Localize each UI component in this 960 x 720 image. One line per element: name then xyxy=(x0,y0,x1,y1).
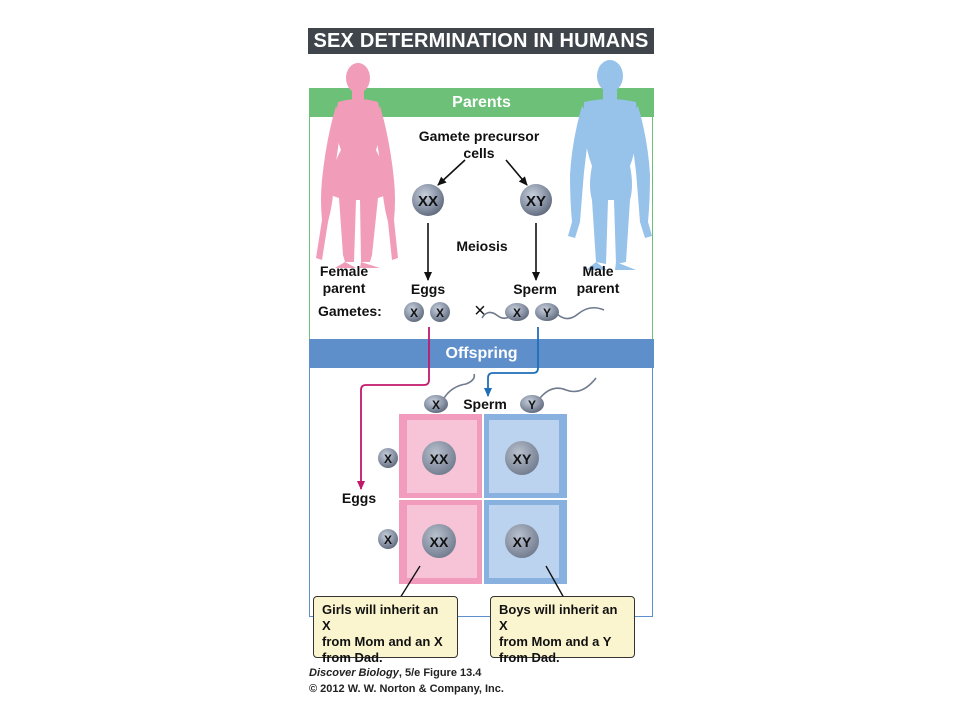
pq-11-label: XY xyxy=(513,534,532,550)
oe-1-label: X xyxy=(384,533,392,547)
zygote-cell-2-2: XY xyxy=(505,524,539,558)
offspring-egg-1: X xyxy=(378,448,398,468)
sperm-label: Sperm xyxy=(513,281,557,297)
sperm-gamete-x: X xyxy=(481,303,529,321)
male-parent-label: Male parent xyxy=(560,263,636,297)
male-figure-icon xyxy=(568,60,652,270)
boys-callout-pointer xyxy=(545,565,565,599)
offspring-eggs-label: Eggs xyxy=(341,490,377,506)
egg-gamete-1: X xyxy=(404,302,424,322)
egg-1-label: X xyxy=(436,306,444,320)
pq-01-label: XY xyxy=(513,451,532,467)
female-figure-icon xyxy=(316,63,398,268)
pc-f-label: XX xyxy=(418,193,438,210)
offspring-sperm-y: Y xyxy=(520,377,597,413)
figure-number: , 5/e Figure 13.4 xyxy=(398,667,482,679)
male-precursor-arrow xyxy=(505,159,528,186)
eggs-label: Eggs xyxy=(410,281,446,297)
female-parent-label-line1: Female xyxy=(319,263,369,279)
egg-gamete-2: X xyxy=(430,302,450,322)
oe-0-label: X xyxy=(384,452,392,466)
male-parent-label-line2: parent xyxy=(576,280,620,296)
female-precursor-arrow xyxy=(437,159,466,186)
figure-citation: Discover Biology, 5/e Figure 13.4 xyxy=(309,665,504,681)
pq-10-label: XX xyxy=(430,534,449,550)
zygote-cell-1-2: XY xyxy=(505,441,539,475)
pq-00-label: XX xyxy=(430,451,449,467)
cross-symbol: × xyxy=(474,300,486,322)
zygote-cell-2-1: XX xyxy=(422,524,456,558)
male-parent-label-line1: Male xyxy=(582,263,614,279)
egg-path-arrow xyxy=(357,327,430,490)
offspring-header: Offspring xyxy=(309,339,654,368)
zygote-cell-1-1: XX xyxy=(422,441,456,475)
egg-0-label: X xyxy=(410,306,418,320)
figure-credit: Discover Biology, 5/e Figure 13.4 © 2012… xyxy=(309,665,504,697)
boys-callout: Boys will inherit an X from Mom and a Y … xyxy=(490,596,635,665)
girls-callout: Girls will inherit an X from Mom and an … xyxy=(313,596,458,665)
copyright-notice: © 2012 W. W. Norton & Company, Inc. xyxy=(309,683,504,695)
female-parent-label: Female parent xyxy=(306,263,382,297)
gamete-precursor-label: Gamete precursor cells xyxy=(404,128,554,162)
female-parent-label-line2: parent xyxy=(322,280,366,296)
sperm-0-label: X xyxy=(513,306,521,320)
gamete-precursor-label-line2: cells xyxy=(463,145,495,161)
book-title: Discover Biology xyxy=(309,667,399,679)
os-0-label: X xyxy=(432,398,440,412)
sperm-gamete-y: Y xyxy=(535,303,605,321)
female-precursor-cell: XX xyxy=(412,184,444,216)
punnett-square xyxy=(399,414,567,584)
sperm-1-label: Y xyxy=(543,306,551,320)
sperm-path-arrow xyxy=(484,327,539,397)
page-title: SEX DETERMINATION IN HUMANS xyxy=(308,28,654,54)
gametes-label: Gametes: xyxy=(318,303,382,319)
offspring-sperm-label: Sperm xyxy=(463,396,507,412)
offspring-egg-2: X xyxy=(378,529,398,549)
gamete-precursor-label-line1: Gamete precursor xyxy=(418,128,540,144)
offspring-sperm-x: X xyxy=(424,373,476,413)
male-precursor-cell: XY xyxy=(520,184,552,216)
os-1-label: Y xyxy=(528,398,536,412)
girls-callout-pointer xyxy=(399,565,421,599)
meiosis-label: Meiosis xyxy=(456,238,508,254)
pc-m-label: XY xyxy=(526,193,546,210)
